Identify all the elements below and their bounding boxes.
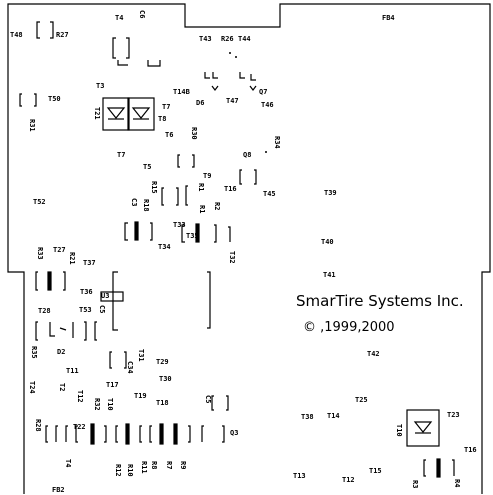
ref-r30: R30 — [190, 127, 198, 140]
ref-t31: T31 — [137, 349, 145, 362]
ref-t23: T23 — [447, 411, 460, 419]
ref-t15: T15 — [369, 467, 382, 475]
ref-t30: T30 — [159, 375, 172, 383]
ref-t25: T25 — [355, 396, 368, 404]
ref-t43: T43 — [199, 35, 212, 43]
ref-t40: T40 — [321, 238, 334, 246]
ref-t16: T16 — [224, 185, 237, 193]
ref-t18: T18 — [156, 399, 169, 407]
ref-t19: T19 — [134, 392, 147, 400]
ref-r8: R8 — [150, 461, 158, 470]
ref-q3: Q3 — [230, 429, 239, 437]
ref-t36: T36 — [80, 288, 93, 296]
ref-r28: R28 — [34, 419, 42, 432]
ref-c5: C5 — [204, 395, 212, 404]
board-edge — [7, 3, 491, 494]
ref-t39: T39 — [324, 189, 337, 197]
ref-t28: T28 — [38, 307, 51, 315]
ref-c34: C34 — [126, 361, 134, 374]
ref-r32: R32 — [93, 398, 101, 411]
ref-t38: T38 — [301, 413, 314, 421]
ref-t24: T24 — [28, 381, 36, 394]
ref-c6: C6 — [138, 10, 146, 19]
ref-t27: T27 — [53, 246, 66, 254]
ref-t11: T11 — [66, 367, 79, 375]
brand-text: SmarTire Systems Inc. — [296, 292, 464, 310]
ref-t47: T47 — [226, 97, 239, 105]
ref-u3: U3 — [101, 292, 110, 300]
ref-t13: T13 — [293, 472, 306, 480]
ref-t45: T45 — [263, 190, 276, 198]
ref-t7: T7 — [117, 151, 126, 159]
ref-fb2: FB2 — [52, 486, 65, 494]
ref-r10: R10 — [126, 464, 134, 477]
ref-t22: T22 — [73, 423, 86, 431]
ref-t17: T17 — [106, 381, 119, 389]
ref-r21: R21 — [68, 252, 76, 265]
ref-t42: T42 — [367, 350, 380, 358]
ref-t10: T10 — [395, 424, 403, 437]
ref-r11: R11 — [140, 461, 148, 474]
ref-t4b: T4 — [64, 459, 72, 468]
ref-r9: R9 — [179, 461, 187, 470]
ref-r27: R27 — [56, 31, 69, 39]
ref-t48: T48 — [10, 31, 23, 39]
ref-t41: T41 — [323, 271, 336, 279]
ref-r7: R7 — [165, 461, 173, 470]
ref-r14: R1 — [197, 183, 205, 192]
ref-t34: T34 — [158, 243, 171, 251]
ref-fb4: FB4 — [382, 14, 395, 22]
ref-t44: T44 — [238, 35, 251, 43]
ref-r3: R3 — [411, 480, 419, 489]
ref-q7: Q7 — [259, 88, 268, 96]
ref-d2: D2 — [57, 348, 66, 356]
ref-c1: C5 — [98, 305, 106, 314]
ref-t4: T4 — [115, 14, 124, 22]
ref-r1: R1 — [198, 205, 206, 214]
ref-r33: R33 — [36, 247, 44, 260]
ref-c3: C3 — [130, 198, 138, 207]
ref-t29: T29 — [156, 358, 169, 366]
ref-r18: R18 — [142, 199, 150, 212]
ref-r26: R26 — [221, 35, 234, 43]
ref-t14b: T14B — [173, 88, 190, 96]
ref-r4: R4 — [453, 479, 461, 488]
ref-t12: T12 — [76, 390, 84, 403]
ref-r35: R35 — [30, 346, 38, 359]
ref-t7-top: T7 — [162, 103, 171, 111]
ref-r31: R31 — [28, 119, 36, 132]
ref-q8: Q8 — [243, 151, 252, 159]
ref-t10a: T10 — [106, 398, 114, 411]
ref-r2: R2 — [213, 202, 221, 211]
ref-r15: R15 — [150, 181, 158, 194]
ref-d6: D6 — [196, 99, 205, 107]
copyright-text: © ,1999,2000 — [303, 320, 395, 335]
ref-t3: T3 — [96, 82, 105, 90]
ref-t8: T8 — [158, 115, 167, 123]
ref-t12b: T12 — [342, 476, 355, 484]
ref-t6: T6 — [165, 131, 174, 139]
ref-t46: T46 — [261, 101, 274, 109]
ref-t9: T9 — [203, 172, 212, 180]
ref-t5: T5 — [143, 163, 152, 171]
ref-t52: T52 — [33, 198, 46, 206]
ref-t33: T33 — [173, 221, 186, 229]
ref-t32: T32 — [228, 251, 236, 264]
ref-r12: R12 — [114, 464, 122, 477]
ref-t53: T53 — [79, 306, 92, 314]
ref-r34: R34 — [273, 136, 281, 149]
ref-t2: T2 — [58, 383, 66, 392]
ref-t50: T50 — [48, 95, 61, 103]
ref-t21: T21 — [93, 107, 101, 120]
ref-t16b: T16 — [464, 446, 477, 454]
ref-t37: T37 — [83, 259, 96, 267]
ref-t14: T14 — [327, 412, 340, 420]
ref-t35: T35 — [186, 232, 199, 240]
